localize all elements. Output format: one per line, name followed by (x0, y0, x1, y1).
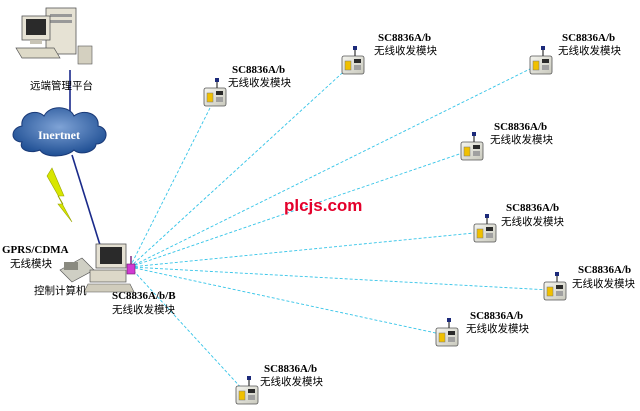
master-module-name: 无线收发模块 (112, 304, 175, 316)
module-icon (460, 131, 484, 161)
module-name: 无线收发模块 (572, 278, 635, 290)
module-code: SC8836A/b (578, 264, 632, 276)
internet-label: Inertnet (38, 128, 80, 142)
control-computer-icon (59, 243, 135, 293)
watermark: plcjs.com (284, 196, 363, 215)
module-icon (529, 45, 553, 75)
radio-link (129, 149, 472, 268)
module-name: 无线收发模块 (374, 45, 437, 57)
radio-link (129, 266, 246, 393)
module-code: SC8836A/b (494, 121, 548, 133)
control-pc-label: 控制计算机 (34, 285, 87, 297)
module-icon (235, 375, 259, 405)
module-code: SC8836A/b (264, 363, 318, 375)
module-code: SC8836A/b (562, 32, 616, 44)
module-icon (341, 45, 365, 75)
master-module-code: SC8836A/b/B (112, 290, 176, 302)
module-code: SC8836A/b (232, 64, 286, 76)
module-icon (543, 271, 567, 301)
module-name: 无线收发模块 (490, 134, 553, 146)
module-name: 无线收发模块 (260, 376, 323, 388)
module-icon (203, 77, 227, 107)
lightning-icon (46, 167, 73, 223)
module-code: SC8836A/b (506, 202, 560, 214)
master-antenna-icon (126, 256, 136, 275)
radio-link (129, 63, 541, 268)
module-name: 无线收发模块 (466, 323, 529, 335)
module-name: 无线收发模块 (228, 77, 291, 89)
radio-link (129, 231, 485, 268)
radio-link (129, 266, 551, 291)
radio-link (129, 266, 446, 336)
module-name: 无线收发模块 (501, 216, 564, 228)
server-computer-icon (15, 7, 93, 65)
module-code: SC8836A/b (378, 32, 432, 44)
module-icon (435, 317, 459, 347)
module-code: SC8836A/b (470, 310, 524, 322)
module-icon (473, 213, 497, 243)
radio-link (129, 97, 216, 268)
internet-cloud-icon (12, 107, 107, 157)
cable-internet-pc (71, 154, 101, 246)
gprs-label: GPRS/CDMA (2, 244, 69, 256)
radio-links (129, 63, 551, 393)
platform-label: 远端管理平台 (30, 80, 93, 92)
radio-link (129, 63, 353, 268)
gprs-sublabel: 无线模块 (10, 258, 52, 270)
module-name: 无线收发模块 (558, 45, 621, 57)
